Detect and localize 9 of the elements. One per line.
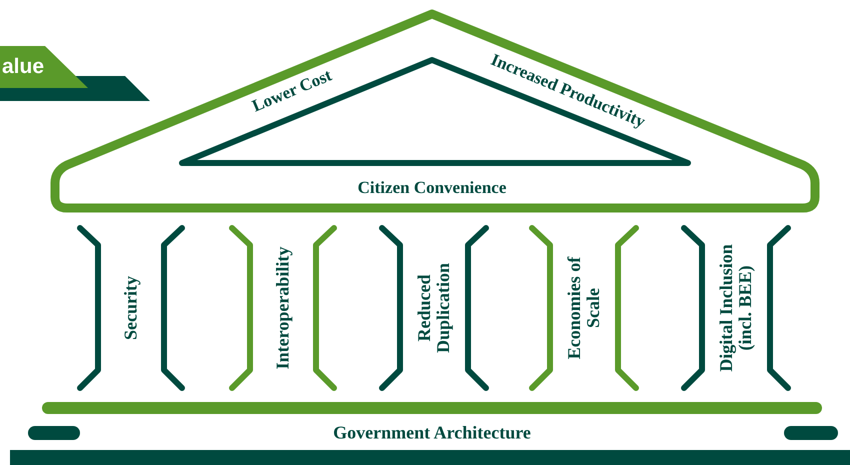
tag-label: alue (2, 56, 44, 77)
roof-label: Citizen Convenience (358, 178, 506, 198)
pillar-label: Digital Inclusion (incl. BEE) (717, 243, 755, 374)
pillar-label: Economies of Scale (565, 256, 603, 362)
pillar-label: Security (122, 275, 140, 342)
pillar-label: Reduced Duplication (415, 262, 453, 356)
roof-label: Lower Cost (249, 66, 335, 116)
base-label: Government Architecture (333, 422, 531, 444)
pillar-label: Interoperability (274, 246, 292, 372)
